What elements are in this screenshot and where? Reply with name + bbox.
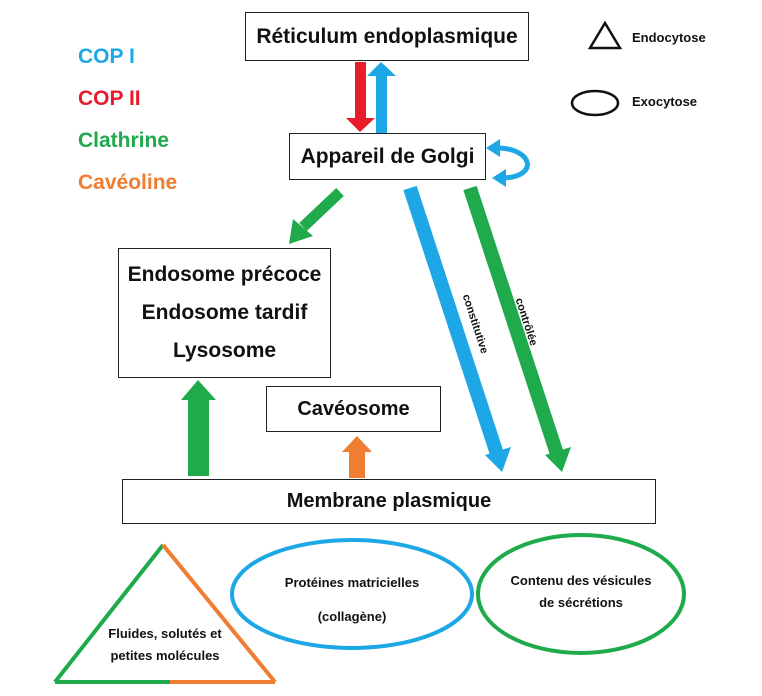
endosome-box: Endosome précoce Endosome tardif Lysosom… — [118, 248, 331, 378]
plasma-membrane-box: Membrane plasmique — [122, 479, 656, 524]
matrix-proteins-label: Protéines matricielles (collagène) — [262, 566, 442, 634]
fluids-triangle — [53, 543, 277, 684]
caveosome-label: Cavéosome — [297, 397, 410, 420]
late-endosome-label: Endosome tardif — [141, 301, 308, 324]
constitutive-arrow-golgi-to-membrane — [403, 185, 511, 472]
cop1-golgi-loop-arrow — [486, 139, 530, 187]
endocytosis-triangle-icon — [587, 20, 623, 50]
legend-cop2: COP II — [78, 87, 141, 110]
fluids-label-line1: Fluides, solutés et — [108, 626, 222, 641]
secretory-vesicles-line2: de sécrétions — [539, 595, 623, 610]
matrix-proteins-line2: (collagène) — [317, 609, 387, 624]
exocytosis-ellipse-icon — [570, 89, 620, 117]
er-label: Réticulum endoplasmique — [256, 24, 518, 48]
plasma-membrane-label: Membrane plasmique — [286, 490, 492, 512]
golgi-box: Appareil de Golgi — [289, 133, 486, 180]
secretory-vesicles-label: Contenu des vésicules de sécrétions — [496, 570, 666, 614]
er-box: Réticulum endoplasmique — [245, 12, 529, 61]
cop2-arrow-er-to-golgi — [346, 62, 375, 132]
cop1-arrow-golgi-to-er — [367, 62, 396, 134]
exocytosis-key-label: Exocytose — [632, 94, 698, 109]
matrix-proteins-line1: Protéines matricielles — [284, 575, 420, 590]
controlled-arrow-golgi-to-membrane — [463, 185, 571, 472]
caveoline-arrow-membrane-to-caveosome — [342, 436, 372, 478]
clathrine-arrow-golgi-to-endosome — [289, 188, 344, 244]
golgi-label: Appareil de Golgi — [300, 144, 475, 168]
caveosome-box: Cavéosome — [266, 386, 441, 432]
early-endosome-label: Endosome précoce — [127, 263, 322, 286]
fluids-label: Fluides, solutés et petites molécules — [95, 623, 235, 667]
lysosome-label: Lysosome — [172, 339, 277, 362]
legend-cop1: COP I — [78, 45, 135, 68]
secretory-vesicles-ellipse — [476, 533, 686, 655]
legend-clathrine: Clathrine — [78, 129, 170, 152]
fluids-label-line2: petites molécules — [110, 648, 220, 663]
clathrine-arrow-membrane-to-endosome — [181, 380, 216, 476]
secretory-vesicles-line1: Contenu des vésicules — [510, 573, 652, 588]
matrix-proteins-ellipse — [230, 538, 474, 650]
endocytosis-key-label: Endocytose — [632, 30, 706, 45]
legend-caveoline: Cavéoline — [78, 171, 178, 194]
